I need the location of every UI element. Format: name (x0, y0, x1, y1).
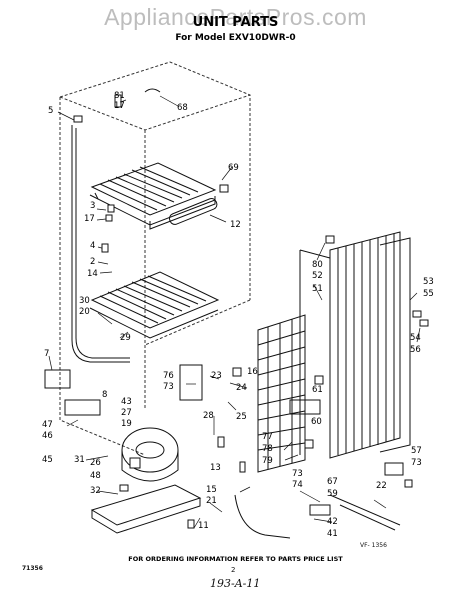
callout-59: 59 (327, 489, 338, 499)
callout-81: 81 (114, 91, 125, 101)
drain-tube (71, 125, 130, 363)
callout-22: 22 (376, 481, 387, 491)
model-subtitle: For Model EXV10DWR-0 (175, 33, 296, 43)
callout-7: 7 (44, 349, 49, 359)
callout-14: 14 (87, 269, 98, 279)
diagram-title: UNIT PARTS (192, 15, 279, 30)
callout-46: 46 (42, 431, 53, 441)
callout-52: 52 (312, 271, 323, 281)
ordering-info-footer: FOR ORDERING INFORMATION REFER TO PARTS … (128, 555, 343, 563)
callout-31: 31 (74, 455, 85, 465)
callout-2: 2 (90, 257, 95, 267)
callout-69: 69 (228, 163, 239, 173)
callout-4: 4 (90, 241, 95, 251)
callout-labels: 81 17 68 5 69 3 17 12 4 2 14 30 20 29 80… (42, 91, 434, 539)
callout-51: 51 (312, 284, 323, 294)
callout-24: 24 (236, 383, 247, 393)
callout-73: 73 (163, 382, 174, 392)
callout-73: 73 (292, 469, 303, 479)
callout-77: 77 (262, 432, 273, 442)
callout-23: 23 (211, 371, 222, 381)
callout-80: 80 (312, 260, 323, 270)
callout-67: 67 (327, 477, 338, 487)
callout-45: 45 (42, 455, 53, 465)
callout-57: 57 (411, 446, 422, 456)
cabinet-outline (59, 61, 251, 456)
callout-68: 68 (177, 103, 188, 113)
handwritten-note: 193-A-11 (210, 577, 261, 590)
compressor (121, 427, 179, 482)
callout-3: 3 (90, 201, 95, 211)
compressor-base (90, 484, 202, 534)
lower-evaporator-coil (89, 271, 220, 339)
callout-79: 79 (262, 456, 273, 466)
page-number: 2 (231, 566, 236, 574)
callout-21: 21 (206, 496, 217, 506)
callout-56: 56 (410, 345, 421, 355)
callout-17: 17 (114, 101, 125, 111)
callout-42: 42 (327, 517, 338, 527)
callout-74: 74 (292, 480, 303, 490)
callout-43: 43 (121, 397, 132, 407)
callout-55: 55 (423, 289, 434, 299)
callout-78: 78 (262, 444, 273, 454)
callout-47: 47 (42, 420, 53, 430)
callout-17: 17 (84, 214, 95, 224)
callout-12: 12 (230, 220, 241, 230)
condenser-front-panel (257, 314, 306, 473)
callout-27: 27 (121, 408, 132, 418)
figure-code: VF- 1356 (360, 542, 387, 549)
callout-20: 20 (79, 307, 90, 317)
callout-28: 28 (203, 411, 214, 421)
callout-54: 54 (410, 333, 421, 343)
callout-76: 76 (163, 371, 174, 381)
accumulator-tube (168, 198, 218, 225)
leader-lines (48, 95, 421, 529)
callout-19: 19 (121, 419, 132, 429)
wire-harness (234, 494, 401, 539)
callout-32: 32 (90, 486, 101, 496)
callout-15: 15 (206, 485, 217, 495)
hardware-pieces (73, 88, 429, 529)
callout-29: 29 (120, 333, 131, 343)
watermark: AppliancePartsPros.com (104, 4, 367, 30)
callout-13: 13 (210, 463, 221, 473)
callout-5: 5 (48, 106, 53, 116)
callout-30: 30 (79, 296, 90, 306)
callout-11: 11 (198, 521, 209, 531)
callout-73: 73 (411, 458, 422, 468)
callout-8: 8 (102, 390, 107, 400)
condenser-coil (299, 231, 411, 459)
callout-25: 25 (236, 412, 247, 422)
callout-16: 16 (247, 367, 258, 377)
bracket-parts (44, 364, 404, 516)
callout-60: 60 (311, 417, 322, 427)
document-code: 71356 (22, 565, 43, 572)
callout-48: 48 (90, 471, 101, 481)
callout-26: 26 (90, 458, 101, 468)
callout-41: 41 (327, 529, 338, 539)
callout-61: 61 (312, 385, 323, 395)
callout-53: 53 (423, 277, 434, 287)
